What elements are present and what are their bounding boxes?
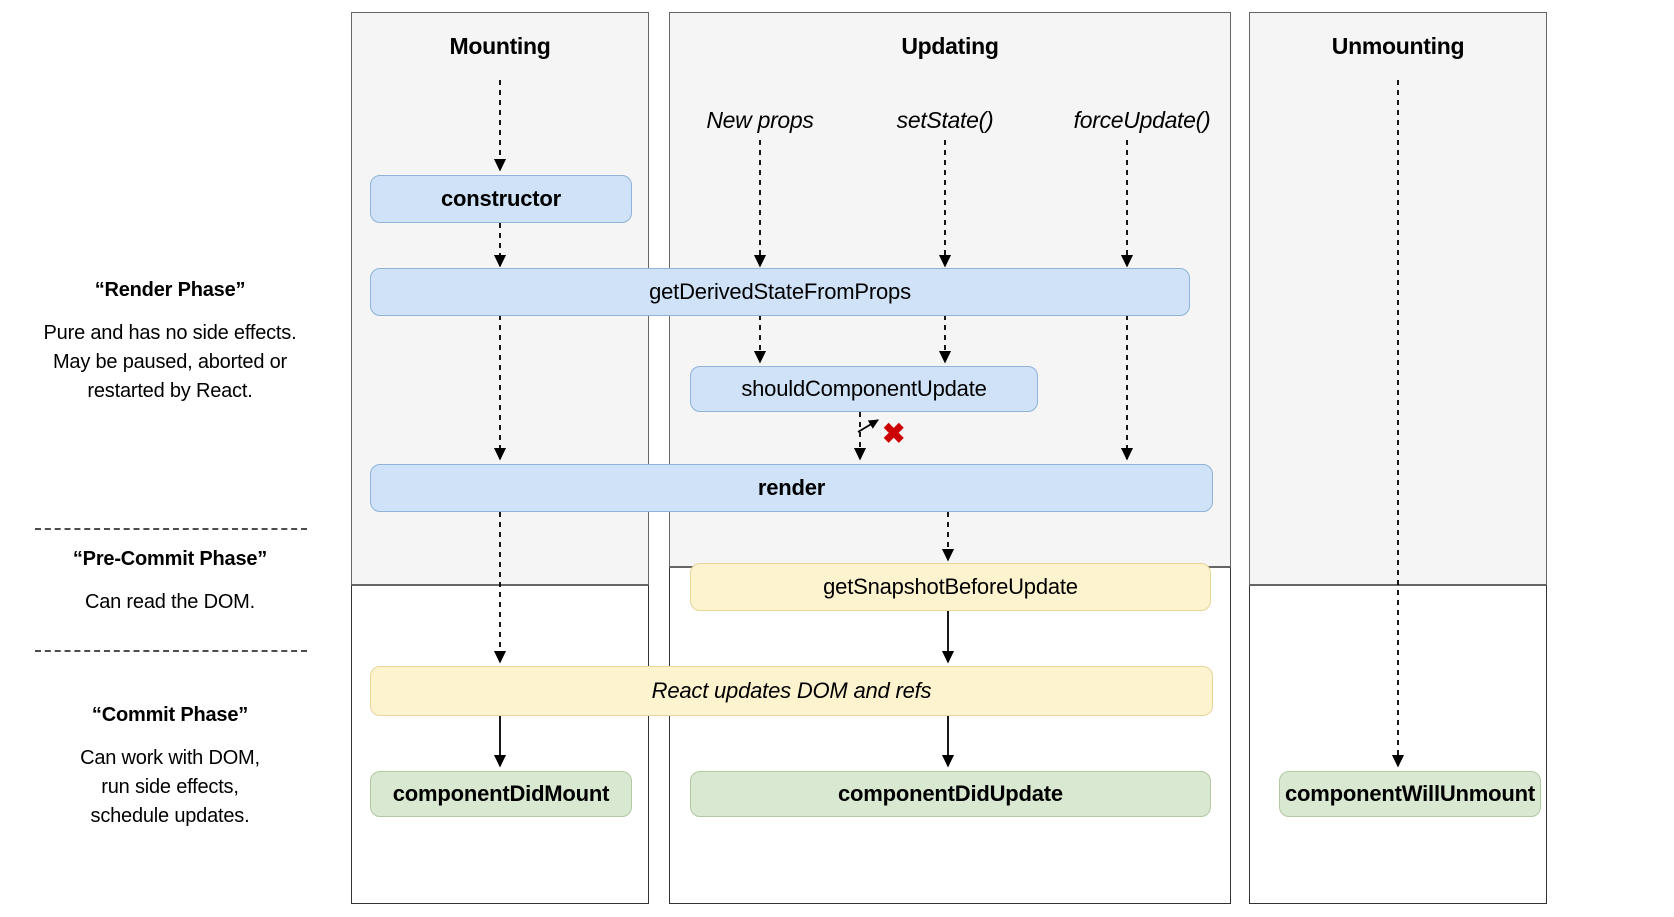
legend-render-phase-line-1: Pure and has no side effects. [43, 322, 297, 344]
legend-pre-commit-phase-line-1: Can read the DOM. [84, 591, 255, 613]
node-get-derived-state-from-props[interactable]: getDerivedStateFromProps [370, 268, 1190, 316]
node-get-snapshot-before-update[interactable]: getSnapshotBeforeUpdate [690, 563, 1211, 611]
column-header-unmounting: Unmounting [1331, 33, 1465, 59]
node-component-will-unmount[interactable]: componentWillUnmount [1279, 771, 1541, 817]
legend-commit-phase-title: “Commit Phase” [91, 704, 249, 726]
legend-pre-commit-phase: “Pre-Commit Phase” Can read the DOM. [10, 547, 330, 617]
legend-divider-top [35, 528, 307, 530]
column-panel-mounting-commit [351, 585, 649, 904]
legend-render-phase-line-2: May be paused, aborted or [52, 351, 288, 373]
legend-render-phase-line-3: restarted by React. [87, 380, 253, 402]
phase-legend: “Render Phase” Pure and has no side effe… [0, 0, 340, 917]
column-header-mounting: Mounting [449, 33, 551, 59]
legend-commit-phase-line-1: Can work with DOM, [80, 747, 260, 769]
node-react-updates-dom-and-refs[interactable]: React updates DOM and refs [370, 666, 1213, 716]
column-header-updating: Updating [901, 33, 999, 59]
node-component-did-update[interactable]: componentDidUpdate [690, 771, 1211, 817]
node-should-component-update[interactable]: shouldComponentUpdate [690, 366, 1038, 412]
node-render[interactable]: render [370, 464, 1213, 512]
legend-commit-phase-line-3: schedule updates. [90, 805, 250, 827]
trigger-label-force-update: forceUpdate() [1073, 107, 1211, 133]
legend-commit-phase: “Commit Phase” Can work with DOM, run si… [10, 703, 330, 831]
column-panel-unmounting-render [1249, 12, 1547, 585]
legend-commit-phase-line-2: run side effects, [101, 776, 239, 798]
column-panel-updating-commit [669, 567, 1231, 904]
trigger-label-new-props: New props [706, 107, 814, 133]
skip-render-x-icon: ✖ [882, 418, 906, 449]
node-constructor[interactable]: constructor [370, 175, 632, 223]
legend-render-phase-title: “Render Phase” [94, 279, 246, 301]
node-component-did-mount[interactable]: componentDidMount [370, 771, 632, 817]
trigger-label-set-state: setState() [896, 107, 994, 133]
legend-pre-commit-phase-title: “Pre-Commit Phase” [72, 548, 268, 570]
column-panel-unmounting-commit [1249, 585, 1547, 904]
legend-divider-bottom [35, 650, 307, 652]
legend-render-phase: “Render Phase” Pure and has no side effe… [10, 278, 330, 406]
